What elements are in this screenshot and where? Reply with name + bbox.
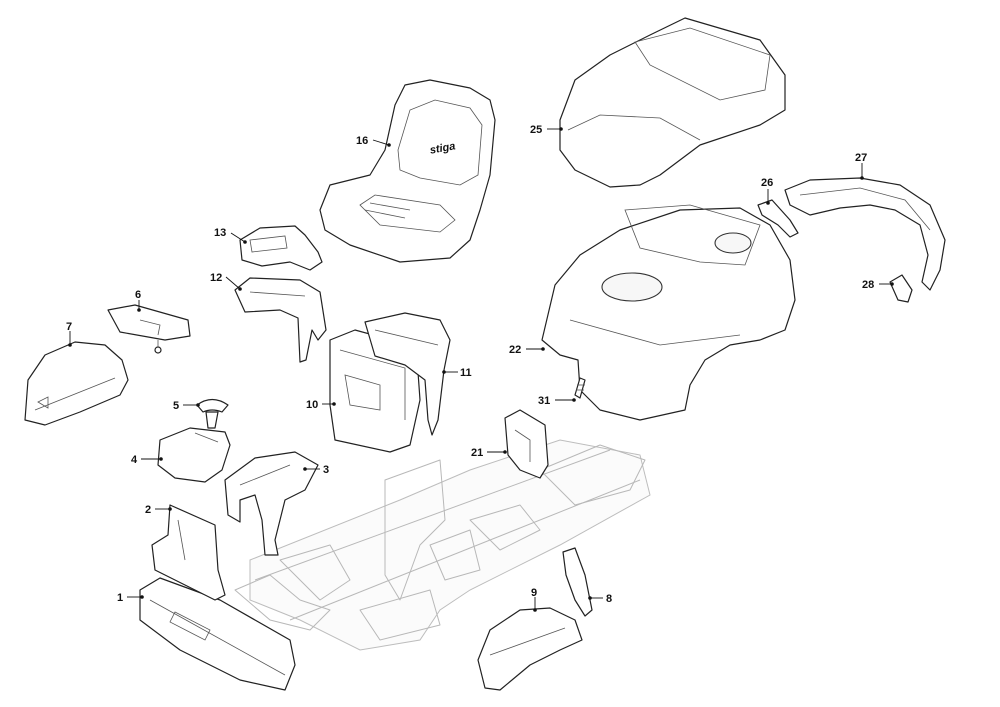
- callout-21: 21: [471, 447, 483, 459]
- part-31-pin: [574, 377, 586, 399]
- callout-4: 4: [131, 454, 138, 466]
- part-1-front-bumper: [139, 577, 296, 691]
- part-13-switch-panel: [239, 225, 323, 271]
- part-26-clip: [757, 199, 799, 238]
- callout-8: 8: [606, 593, 612, 605]
- seat-logo: stiga: [429, 140, 456, 156]
- callout-10: 10: [306, 399, 318, 411]
- part-2-front-panel: [151, 504, 226, 601]
- part-16-seat: stiga: [319, 79, 496, 263]
- callout-27: 27: [855, 152, 867, 164]
- callout-12: 12: [210, 272, 222, 284]
- callout-1: 1: [117, 592, 123, 604]
- chassis-frame: [234, 439, 651, 651]
- callout-5: 5: [173, 400, 179, 412]
- part-27-rear-panel: [784, 177, 946, 291]
- part-7-left-fender: [24, 341, 129, 426]
- callout-31: 31: [538, 395, 550, 407]
- part-3-u-cover: [224, 451, 319, 556]
- callout-6: 6: [135, 289, 141, 301]
- part-12-support-bracket: [234, 277, 327, 363]
- callout-11: 11: [460, 367, 472, 379]
- part-5-knob: [196, 398, 229, 429]
- callout-7: 7: [66, 321, 72, 333]
- callout-28: 28: [862, 279, 874, 291]
- callouts: 1 2 3 4 5 6 7 8 9 10: [66, 124, 894, 612]
- part-4-floor-plate: [157, 427, 231, 483]
- callout-2: 2: [145, 504, 151, 516]
- part-11-dash-console: [364, 312, 451, 436]
- part-6-bracket: [107, 304, 191, 354]
- callout-9: 9: [531, 587, 537, 599]
- part-22-body-hood: [541, 204, 796, 421]
- callout-25: 25: [530, 124, 542, 136]
- callout-13: 13: [214, 227, 226, 239]
- callout-26: 26: [761, 177, 773, 189]
- part-28-small-bracket: [889, 274, 913, 303]
- part-25-engine-cover: [559, 17, 786, 188]
- part-21-mounting-bracket: [504, 409, 549, 479]
- callout-16: 16: [356, 135, 368, 147]
- callout-22: 22: [509, 344, 521, 356]
- part-8-side-strip: [562, 547, 593, 617]
- callout-3: 3: [323, 464, 329, 476]
- part-9-rear-fender: [477, 607, 583, 691]
